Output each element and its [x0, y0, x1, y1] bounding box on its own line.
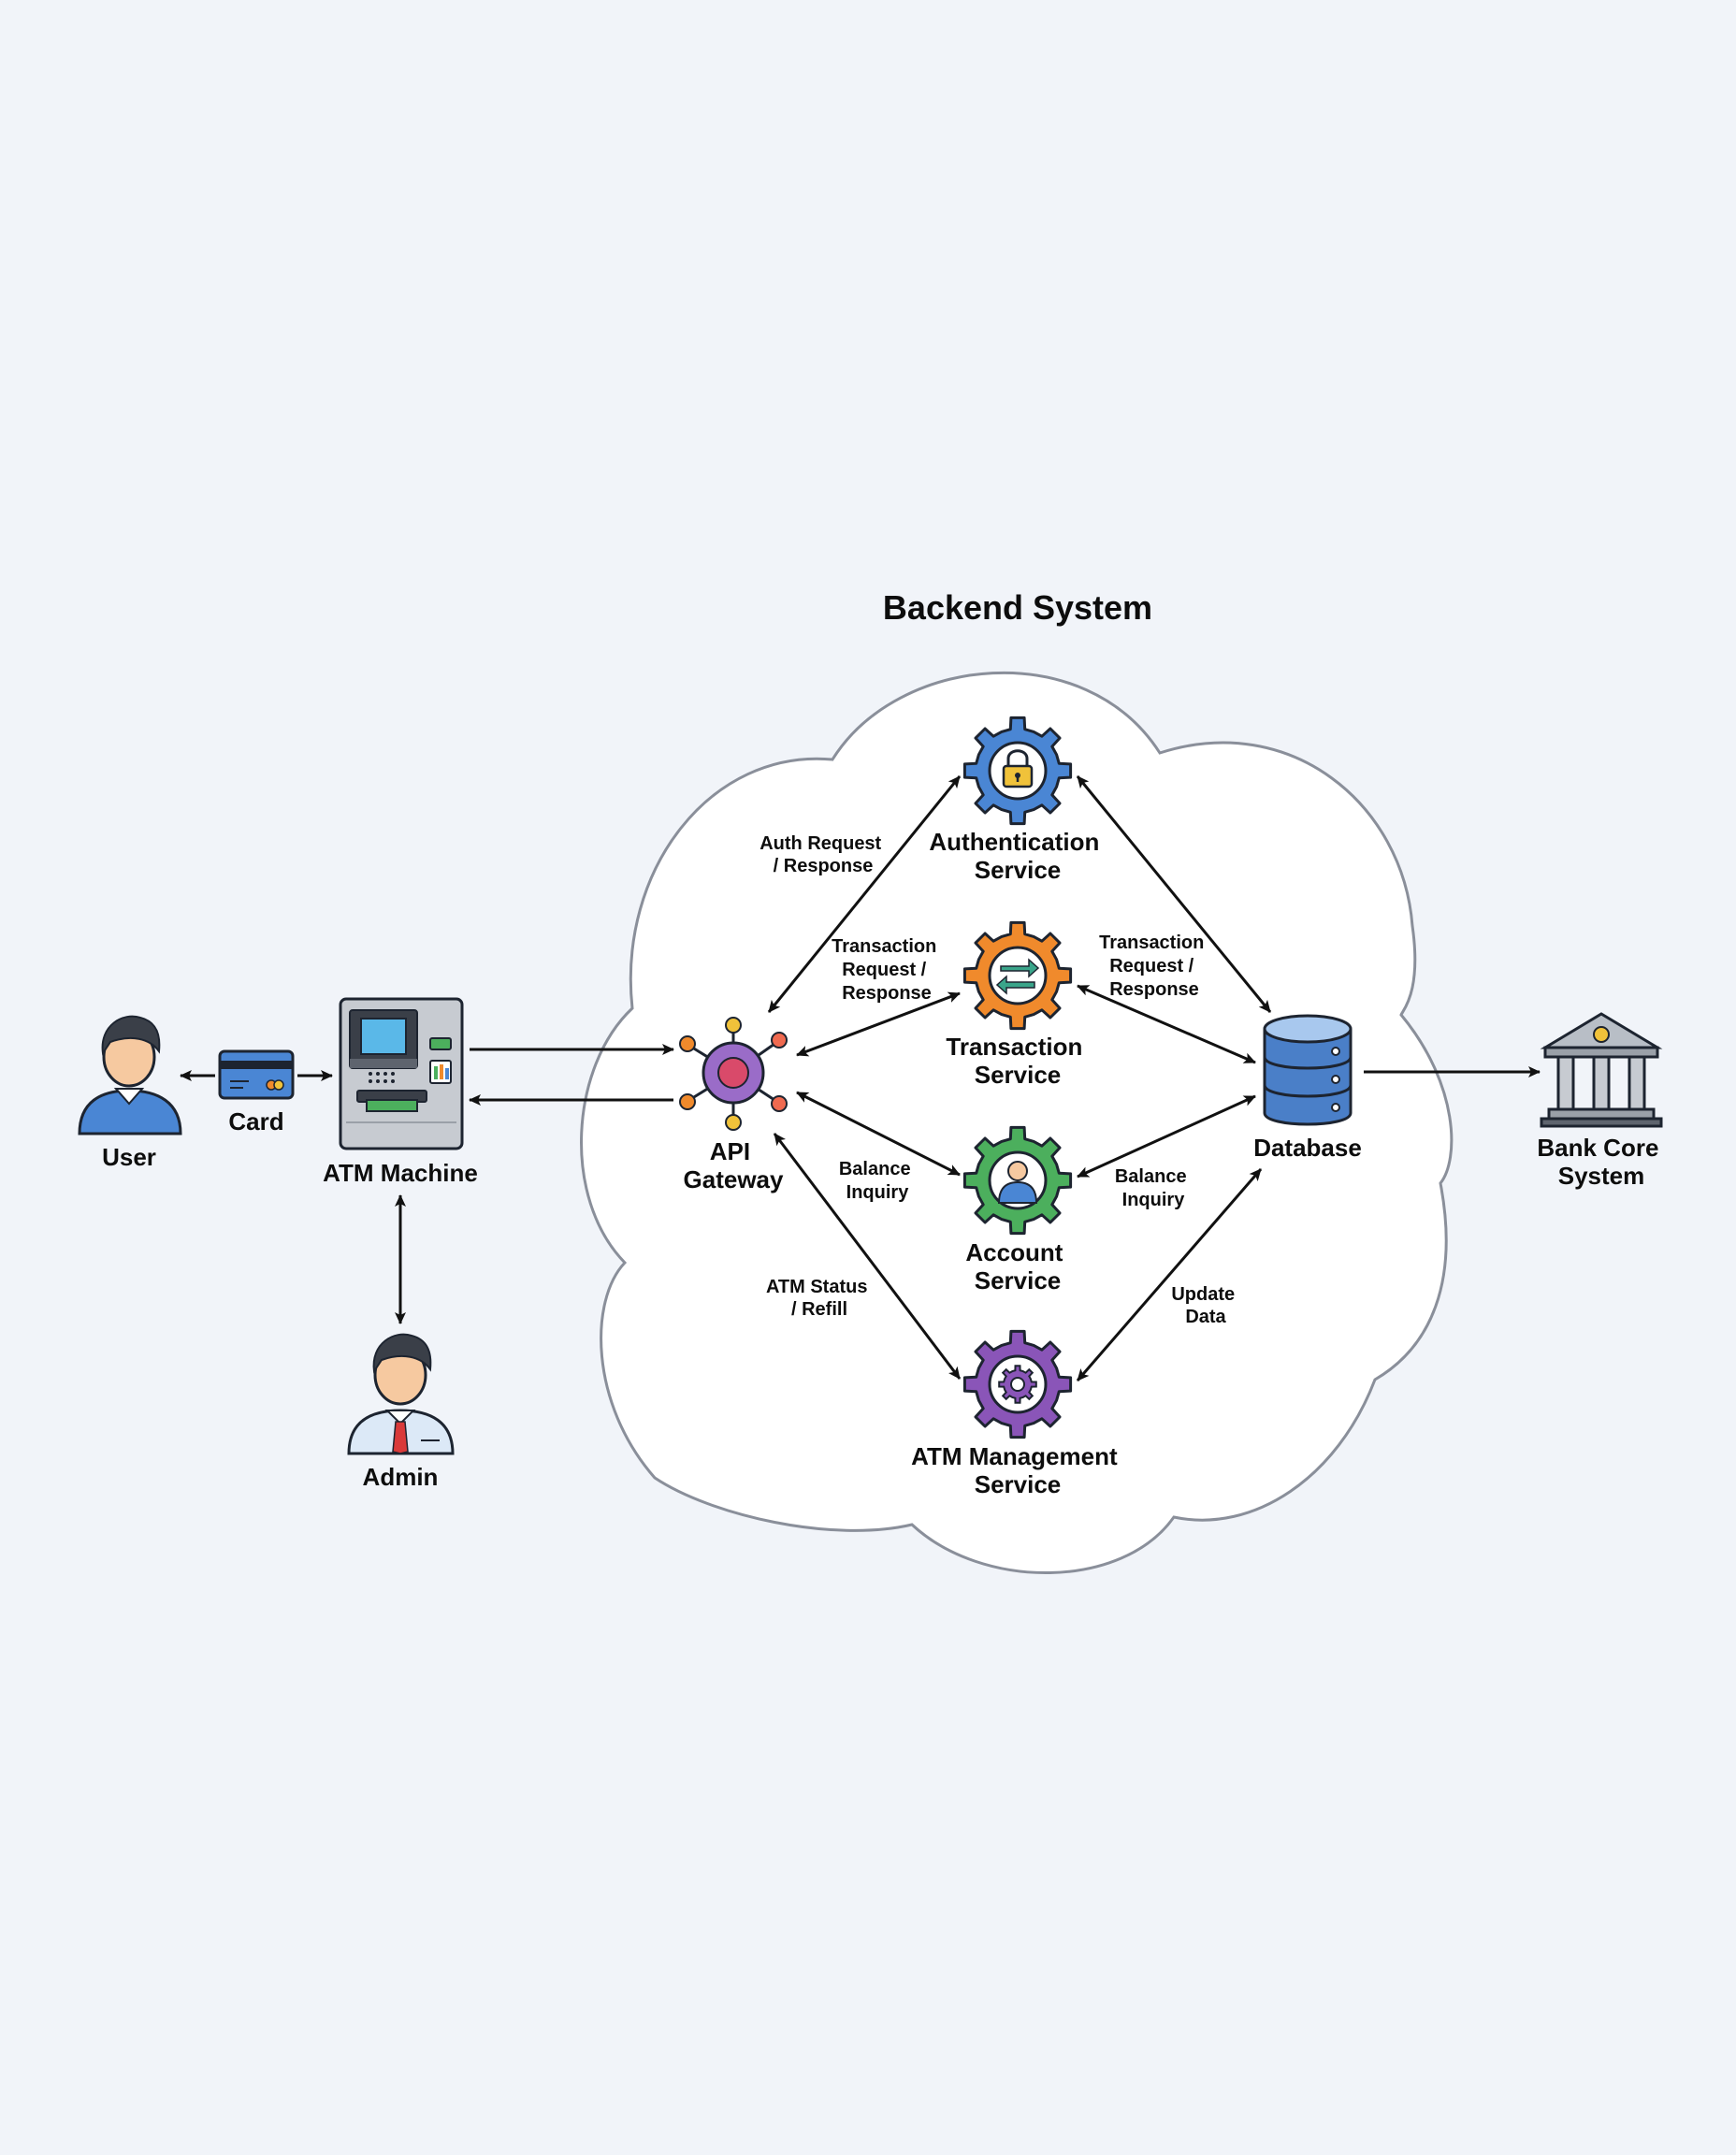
- authentication-service-node: Authentication Service: [929, 716, 1106, 884]
- account-gear-icon: [962, 1125, 1073, 1236]
- bank-building-icon: [1540, 1012, 1663, 1128]
- exchange-gear-icon: [962, 920, 1073, 1031]
- edge-label-balance-database: Balance Inquiry: [1115, 1166, 1192, 1210]
- small-gear-hub: [1010, 1377, 1025, 1392]
- card-node: Card: [218, 1049, 295, 1135]
- edge-label-balance-gateway: Balance Inquiry: [839, 1159, 916, 1203]
- atm-machine-label: ATM Machine: [323, 1159, 478, 1187]
- user-label: User: [102, 1143, 156, 1171]
- authentication-service-label: Authentication Service: [929, 828, 1106, 884]
- credit-card-icon: [218, 1049, 295, 1100]
- bank-core-label: Bank Core System: [1537, 1134, 1665, 1190]
- edge-transaction-database: [1077, 984, 1256, 1064]
- atm-management-service-node: ATM Management Service: [911, 1329, 1124, 1498]
- atm-machine-icon: [339, 997, 464, 1150]
- database-node: Database: [1253, 1014, 1362, 1162]
- edge-label-update-data: Update Data: [1171, 1284, 1239, 1327]
- edge-label-transaction-database: Transaction Request / Response: [1099, 933, 1209, 1000]
- admin-label: Admin: [363, 1463, 439, 1491]
- admin-icon: [347, 1333, 455, 1455]
- edge-gateway-transaction: [796, 991, 961, 1057]
- transaction-service-node: Transaction Service: [946, 920, 1089, 1089]
- user-icon: [78, 1015, 182, 1135]
- database-icon: [1263, 1014, 1353, 1126]
- atm-management-service-label: ATM Management Service: [911, 1442, 1124, 1498]
- user-node: User: [78, 1015, 182, 1171]
- api-gateway-hub-icon: [679, 1017, 788, 1131]
- api-gateway-label: API Gateway: [684, 1137, 784, 1193]
- edge-auth-database: [1076, 775, 1272, 1013]
- bank-core-node: Bank Core System: [1537, 1012, 1665, 1190]
- account-service-label: Account Service: [965, 1238, 1069, 1294]
- database-label: Database: [1253, 1134, 1362, 1162]
- transaction-service-label: Transaction Service: [946, 1033, 1089, 1089]
- edge-label-auth-gateway: Auth Request / Response: [760, 833, 887, 876]
- edge-label-atm-status: ATM Status / Refill: [766, 1277, 873, 1320]
- edge-account-database: [1077, 1094, 1256, 1179]
- edge-atm-mgmt-database: [1076, 1168, 1263, 1381]
- edge-label-transaction-gateway: Transaction Request / Response: [832, 936, 942, 1004]
- edge-gateway-atm-mgmt: [773, 1133, 962, 1380]
- settings-gear-icon: [962, 1329, 1073, 1439]
- card-label: Card: [228, 1107, 283, 1135]
- diagram-title: Backend System: [883, 588, 1152, 627]
- api-gateway-node: API Gateway: [679, 1017, 788, 1193]
- edge-gateway-auth: [767, 775, 962, 1013]
- account-service-node: Account Service: [962, 1125, 1073, 1294]
- admin-node: Admin: [347, 1333, 455, 1491]
- lock-gear-icon: [962, 716, 1073, 826]
- atm-machine-node: ATM Machine: [323, 997, 478, 1187]
